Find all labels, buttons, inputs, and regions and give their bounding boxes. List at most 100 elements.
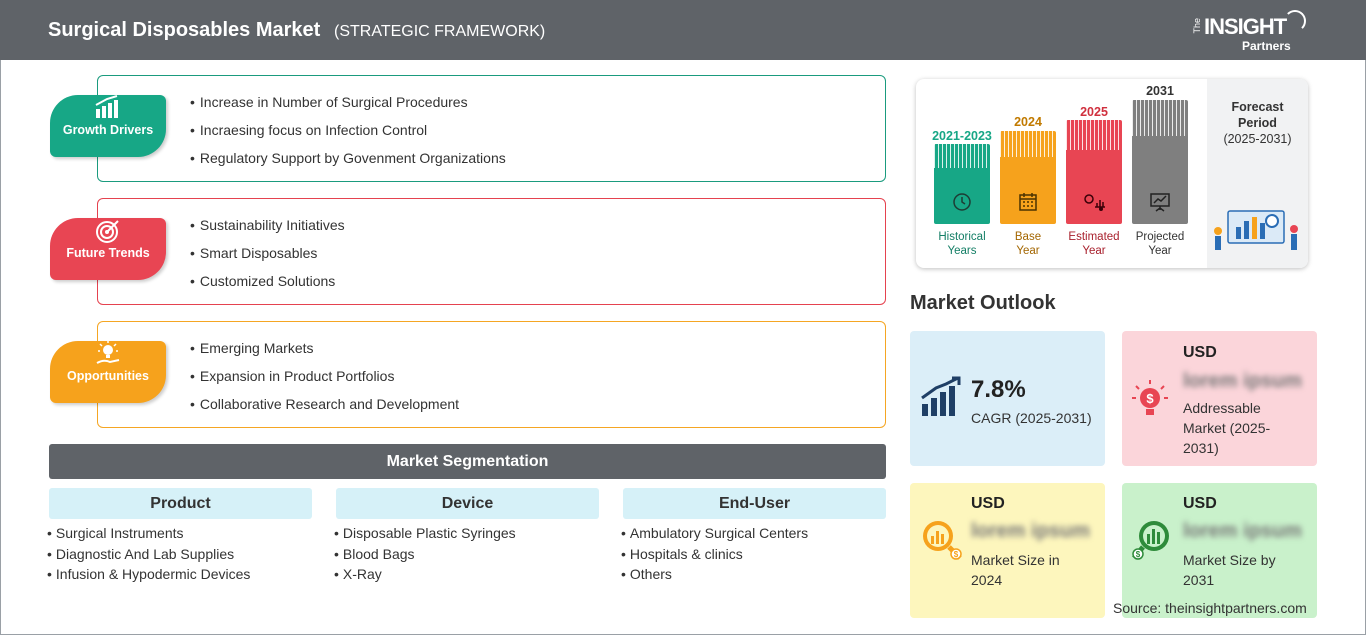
header-bar: Surgical Disposables Market (STRATEGIC F… bbox=[0, 0, 1366, 60]
segment-list-device: Disposable Plastic Syringes Blood Bags X… bbox=[334, 525, 516, 587]
segment-item: Others bbox=[621, 566, 808, 587]
future-trends-box: Sustainability Initiatives Smart Disposa… bbox=[97, 198, 886, 305]
magnifier-bar-icon: $ bbox=[1130, 516, 1176, 570]
cagr-value: 7.8% bbox=[971, 376, 1026, 403]
future-trends-label: Future Trends bbox=[66, 246, 150, 260]
addressable-label-line: 2031) bbox=[1183, 440, 1219, 456]
lightbulb-dollar-icon: $ bbox=[1130, 376, 1170, 430]
market-segmentation-title: Market Segmentation bbox=[49, 444, 886, 479]
addressable-usd: USD bbox=[1183, 344, 1217, 361]
growth-drivers-badge: Growth Drivers bbox=[50, 95, 166, 157]
presentation-board-icon bbox=[1132, 191, 1188, 218]
opportunities-badge: Opportunities bbox=[50, 341, 166, 403]
segment-item: Surgical Instruments bbox=[47, 525, 250, 546]
size2031-label-line: 2031 bbox=[1183, 572, 1215, 588]
forecast-line2: Period bbox=[1238, 116, 1277, 130]
timeline-label-line: Projected bbox=[1135, 231, 1185, 243]
timeline-label-line: Year bbox=[1148, 245, 1172, 257]
timeline-panel: Forecast Period (2025-2031) 2021-2023 20… bbox=[916, 79, 1308, 268]
calendar-icon bbox=[1000, 191, 1056, 218]
segment-item: Disposable Plastic Syringes bbox=[334, 525, 516, 546]
history-clock-icon bbox=[934, 191, 990, 218]
insight-partners-logo[interactable]: The INSIGHT Partners bbox=[1192, 10, 1312, 54]
source-text[interactable]: Source: theinsightpartners.com bbox=[1113, 600, 1307, 616]
forecast-range: (2025-2031) bbox=[1223, 132, 1292, 146]
addressable-value-blurred: lorem ipsum bbox=[1183, 370, 1302, 392]
svg-text:$: $ bbox=[1136, 550, 1141, 559]
timeline-bar-base bbox=[1000, 131, 1056, 224]
timeline-year-historical: 2021-2023 bbox=[932, 129, 992, 143]
page-title: Surgical Disposables Market bbox=[48, 19, 321, 41]
svg-text:$: $ bbox=[954, 550, 959, 559]
growth-driver-item: Regulatory Support by Govenment Organiza… bbox=[190, 150, 506, 178]
page-subtitle: (STRATEGIC FRAMEWORK) bbox=[334, 23, 546, 40]
opportunities-label: Opportunities bbox=[67, 369, 149, 383]
size2031-value-blurred: lorem ipsum bbox=[1183, 520, 1302, 542]
market-size-2031-card: $ USD lorem ipsum Market Size by 2031 bbox=[1122, 483, 1317, 618]
growth-drivers-box: Increase in Number of Surgical Procedure… bbox=[97, 75, 886, 182]
segment-list-product: Surgical Instruments Diagnostic And Lab … bbox=[47, 525, 251, 587]
future-trend-item: Sustainability Initiatives bbox=[190, 217, 345, 245]
size2031-label-line: Market Size by bbox=[1183, 552, 1276, 568]
timeline-label-line: Historical bbox=[938, 231, 986, 243]
size2031-usd: USD bbox=[1183, 495, 1217, 512]
opportunities-box: Emerging Markets Expansion in Product Po… bbox=[97, 321, 886, 428]
segment-header-device: Device bbox=[336, 488, 599, 519]
timeline-label-line: Base bbox=[1014, 231, 1042, 243]
future-trends-badge: Future Trends bbox=[50, 218, 166, 280]
growth-driver-item: Incraesing focus on Infection Control bbox=[190, 122, 506, 150]
logo-partners-text: Partners bbox=[1242, 39, 1291, 53]
segment-item: Ambulatory Surgical Centers bbox=[621, 525, 808, 546]
market-size-2024-card: $ USD lorem ipsum Market Size in 2024 bbox=[910, 483, 1105, 618]
size2024-label: Market Size in 2024 bbox=[971, 550, 1060, 590]
segment-header-end-user: End-User bbox=[623, 488, 886, 519]
cagr-label: CAGR (2025-2031) bbox=[971, 410, 1092, 426]
logo-arc-icon bbox=[1284, 10, 1306, 32]
forecast-line1: Forecast bbox=[1231, 100, 1284, 114]
size2024-label-line: Market Size in bbox=[971, 552, 1060, 568]
segment-item: Blood Bags bbox=[334, 546, 516, 567]
timeline-label-line: Estimated bbox=[1068, 231, 1120, 243]
forecast-people-illustration-icon bbox=[1214, 210, 1298, 250]
lightbulb-hand-icon bbox=[50, 341, 166, 369]
opportunity-item: Expansion in Product Portfolios bbox=[190, 368, 459, 396]
segment-item: Diagnostic And Lab Supplies bbox=[47, 546, 250, 567]
size2031-label: Market Size by 2031 bbox=[1183, 550, 1276, 590]
timeline-label-line: Years bbox=[947, 245, 977, 257]
growth-drivers-label: Growth Drivers bbox=[62, 123, 154, 137]
future-trend-item: Smart Disposables bbox=[190, 245, 345, 273]
bar-chart-growth-icon bbox=[50, 95, 166, 123]
target-icon bbox=[50, 218, 166, 246]
logo-insight-text: INSIGHT bbox=[1204, 14, 1287, 39]
timeline-label-line: Year bbox=[1082, 245, 1106, 257]
growth-driver-item: Increase in Number of Surgical Procedure… bbox=[190, 94, 506, 122]
size2024-label-line: 2024 bbox=[971, 572, 1003, 588]
addressable-label-line: Addressable bbox=[1183, 400, 1261, 416]
opportunity-item: Emerging Markets bbox=[190, 340, 459, 368]
size2024-usd: USD bbox=[971, 495, 1005, 512]
timeline-year-base: 2024 bbox=[1014, 115, 1042, 129]
market-outlook-title: Market Outlook bbox=[910, 292, 1056, 314]
segment-list-end-user: Ambulatory Surgical Centers Hospitals & … bbox=[621, 525, 808, 587]
timeline-year-estimated: 2025 bbox=[1080, 105, 1108, 119]
forecast-period-text: Forecast Period (2025-2031) bbox=[1207, 99, 1308, 147]
timeline-year-projected: 2031 bbox=[1146, 84, 1174, 98]
segment-item: X-Ray bbox=[334, 566, 516, 587]
size2024-value-blurred: lorem ipsum bbox=[971, 520, 1090, 542]
growth-chart-icon bbox=[920, 376, 962, 426]
addressable-label-line: Market (2025- bbox=[1183, 420, 1271, 436]
cagr-card: 7.8% CAGR (2025-2031) bbox=[910, 331, 1105, 466]
opportunity-item: Collaborative Research and Development bbox=[190, 396, 459, 424]
gear-chart-icon bbox=[1066, 191, 1122, 218]
logo-the-text: The bbox=[1192, 18, 1202, 34]
magnifier-chart-icon: $ bbox=[918, 516, 964, 570]
svg-text:$: $ bbox=[1146, 391, 1154, 406]
future-trend-item: Customized Solutions bbox=[190, 273, 345, 301]
segment-header-product: Product bbox=[49, 488, 312, 519]
